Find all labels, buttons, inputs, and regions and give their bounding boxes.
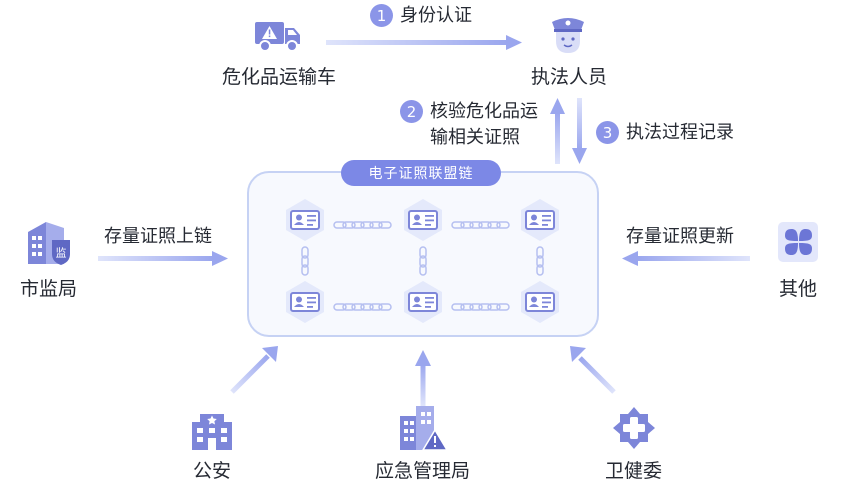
arrow-emergency-up bbox=[415, 350, 431, 406]
truck-label: 危化品运输车 bbox=[222, 66, 337, 88]
step-2-number: 2 bbox=[400, 100, 423, 123]
clover-icon bbox=[778, 222, 818, 262]
id-card-icon bbox=[283, 198, 327, 242]
id-card-icon bbox=[518, 198, 562, 242]
health-label: 卫健委 bbox=[605, 460, 663, 482]
upload-flow-label: 存量证照上链 bbox=[104, 226, 212, 247]
step-2-text: 核验危化品运 输相关证照 bbox=[430, 101, 538, 148]
market-bureau-label: 市监局 bbox=[20, 278, 78, 300]
warning-building-icon bbox=[398, 404, 449, 452]
arrow-identity-auth bbox=[326, 35, 522, 50]
chain-link-icon bbox=[300, 246, 310, 276]
id-card-icon bbox=[401, 198, 445, 242]
step-3-number: 3 bbox=[596, 121, 619, 144]
arrow-health-up bbox=[570, 346, 616, 394]
id-card-icon bbox=[518, 280, 562, 324]
health-cross-icon bbox=[612, 406, 656, 450]
truck-icon bbox=[254, 18, 302, 54]
government-building-icon: 监 bbox=[26, 218, 72, 266]
step-1: 1 身份认证 bbox=[370, 3, 472, 29]
id-card-icon bbox=[283, 280, 327, 324]
police-station-icon bbox=[190, 408, 234, 452]
update-flow-label: 存量证照更新 bbox=[626, 226, 734, 247]
step-3-text: 执法过程记录 bbox=[626, 122, 734, 143]
id-card-icon bbox=[401, 280, 445, 324]
arrow-record-down bbox=[572, 98, 587, 164]
step-1-number: 1 bbox=[370, 4, 393, 27]
chain-link-icon bbox=[451, 215, 511, 229]
arrow-upload bbox=[98, 251, 228, 266]
arrow-update bbox=[622, 251, 750, 266]
chain-link-icon bbox=[418, 246, 428, 276]
step-3: 3 执法过程记录 bbox=[596, 120, 734, 146]
step-2: 2 核验危化品运 输相关证照 bbox=[400, 99, 550, 151]
chain-link-icon bbox=[333, 215, 393, 229]
chain-link-icon bbox=[535, 246, 545, 276]
emergency-label: 应急管理局 bbox=[375, 460, 471, 482]
arrow-police-up bbox=[230, 346, 278, 394]
shield-badge-text: 监 bbox=[56, 247, 67, 260]
police-officer-icon bbox=[548, 14, 588, 56]
step-1-text: 身份认证 bbox=[400, 5, 472, 26]
other-label: 其他 bbox=[779, 278, 818, 300]
chain-link-icon bbox=[451, 297, 511, 311]
officer-label: 执法人员 bbox=[531, 66, 608, 88]
chain-link-icon bbox=[333, 297, 393, 311]
arrow-verify-up bbox=[550, 98, 565, 164]
consortium-chain-title: 电子证照联盟链 bbox=[341, 160, 501, 186]
police-label: 公安 bbox=[193, 460, 232, 482]
